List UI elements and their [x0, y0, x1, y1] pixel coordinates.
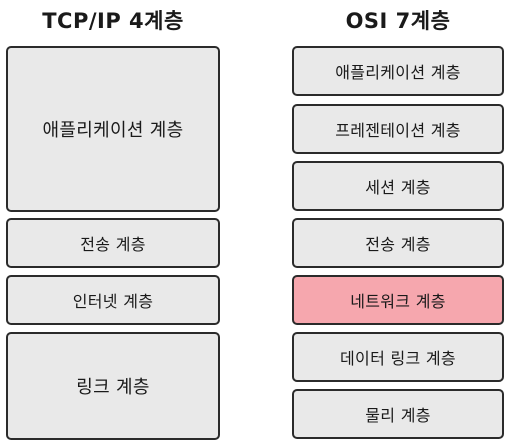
osi-data-link-layer: 데이터 링크 계층: [292, 332, 504, 382]
tcpip-title: TCP/IP 4계층: [42, 9, 184, 33]
osi-transport-layer: 전송 계층: [292, 218, 504, 268]
tcpip-transport-layer: 전송 계층: [6, 218, 220, 268]
osi-application-layer: 애플리케이션 계층: [292, 46, 504, 96]
tcpip-link-layer: 링크 계층: [6, 332, 220, 440]
osi-physical-layer: 물리 계층: [292, 389, 504, 439]
tcpip-internet-layer: 인터넷 계층: [6, 275, 220, 325]
osi-title: OSI 7계층: [345, 9, 451, 33]
osi-network-layer: 네트워크 계층: [292, 275, 504, 325]
tcpip-application-layer: 애플리케이션 계층: [6, 46, 220, 212]
osi-session-layer: 세션 계층: [292, 161, 504, 211]
osi-presentation-layer: 프레젠테이션 계층: [292, 104, 504, 154]
